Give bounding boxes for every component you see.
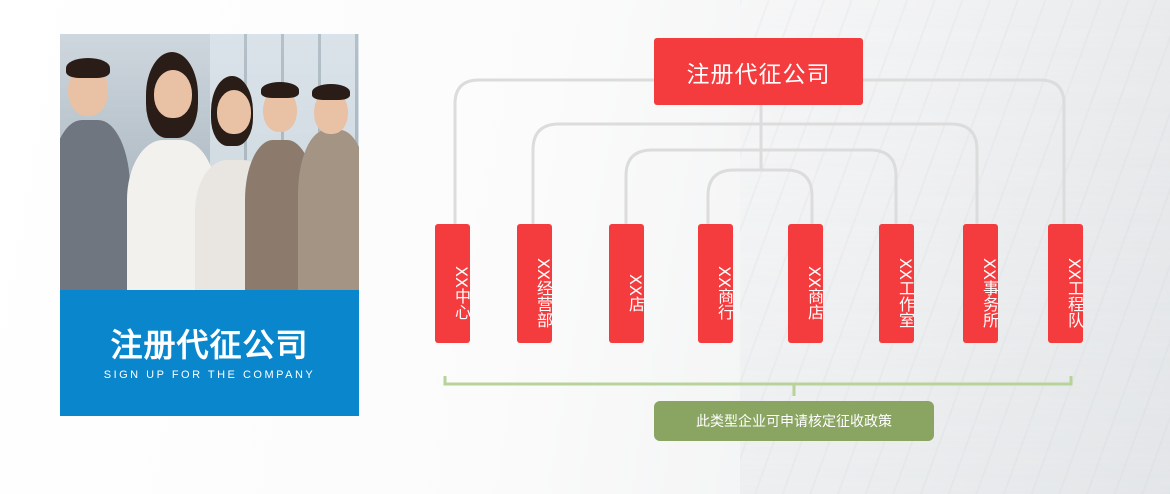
person-figure	[60, 34, 130, 290]
root-company-box: 注册代征公司	[654, 38, 863, 105]
node-center: XX中心	[435, 224, 471, 343]
person-figure	[298, 34, 359, 290]
card-subtitle: SIGN UP FOR THE COMPANY	[103, 369, 316, 381]
node-shop: XX商店	[788, 224, 824, 343]
policy-bracket	[443, 376, 1073, 386]
node-business-dept: XX经营部	[517, 224, 553, 343]
policy-note: 此类型企业可申请核定征收政策	[654, 401, 934, 441]
card-caption: 注册代征公司 SIGN UP FOR THE COMPANY	[60, 290, 359, 416]
business-team-photo	[60, 34, 359, 290]
connector-inner	[706, 168, 814, 224]
node-studio: XX工作室	[879, 224, 915, 343]
card-title: 注册代征公司	[110, 326, 309, 364]
company-photo-card: 注册代征公司 SIGN UP FOR THE COMPANY	[60, 34, 359, 416]
node-office: XX事务所	[963, 224, 999, 343]
connector-second	[531, 122, 979, 224]
node-trading-firm: XX商行	[698, 224, 734, 343]
node-engineering-team: XX工程队	[1048, 224, 1084, 343]
node-store: XX店	[609, 224, 645, 343]
